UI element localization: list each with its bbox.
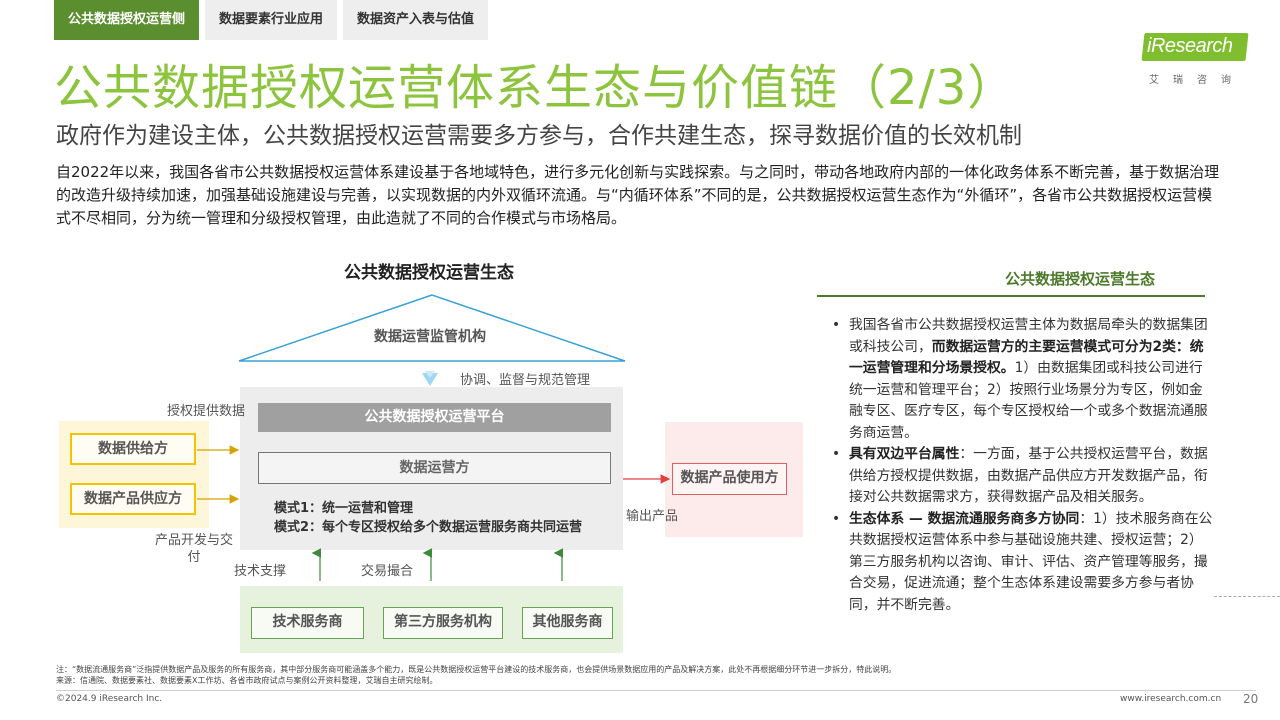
mode-1-text: 模式1：统一运营和管理 xyxy=(274,501,414,516)
bullet-1-bold: 而数据运营方的主要运营模式可分为2类：统一运营管理和分场景授权。 xyxy=(849,338,1204,377)
ecosystem-diagram: 公共数据授权运营生态 数据运营监管机构 协调、监督与规范管理 公共数据授权运营平… xyxy=(54,255,814,665)
trade-match-label: 交易撮合 xyxy=(361,564,414,579)
ecosystem-bullets: 我国各省市公共数据授权运营主体为数据局牵头的数据集团或科技公司，而数据运营方的主… xyxy=(832,315,1214,616)
dashed-divider xyxy=(1214,596,1280,597)
other-provider-box: 其他服务商 xyxy=(522,607,613,639)
footnote: 注：“数据流通服务商”泛指提供数据产品及服务的所有服务商，其中部分服务商可能涵盖… xyxy=(56,665,897,674)
product-dev-label: 产品开发与交付 xyxy=(154,533,233,565)
footer-divider xyxy=(56,690,1256,691)
panel-title: 公共数据授权运营生态 xyxy=(1005,270,1156,288)
page-subtitle: 政府作为建设主体，公共数据授权运营需要多方参与，合作共建生态，探寻数据价值的长效… xyxy=(56,123,1022,149)
logo-brand: iResearch xyxy=(1147,35,1233,57)
third-party-box: 第三方服务机构 xyxy=(383,607,503,639)
logo-subtitle: 艾瑞咨询 xyxy=(1149,75,1245,86)
tech-support-label: 技术支撑 xyxy=(234,564,287,579)
website-link[interactable]: www.iresearch.com.cn xyxy=(1120,694,1222,704)
supervisor-roof xyxy=(238,294,626,362)
tech-provider-box: 技术服务商 xyxy=(251,607,364,639)
bullet-2-detail: ：一方面，基于公共授权运营平台，数据供给方授权提供数据，由数据产品供应方开发数据… xyxy=(849,446,1208,505)
grant-data-label: 授权提供数据 xyxy=(167,404,246,419)
tab-asset-valuation[interactable]: 数据资产入表与估值 xyxy=(343,0,489,40)
intro-paragraph: 自2022年以来，我国各省市公共数据授权运营体系建设基于各地域特色，进行多元化创… xyxy=(56,163,1220,227)
product-user-box: 数据产品使用方 xyxy=(672,463,787,495)
bullet-3: 生态体系 — 数据流通服务商多方协同：1）技术服务商在公共数据授权运营体系中参与… xyxy=(832,509,1214,617)
bullet-1-intro: 我国各省市公共数据授权运营主体为数据局牵头的数据集团或科技公司， xyxy=(849,317,1208,355)
copyright: ©2024.9 iResearch Inc. xyxy=(56,694,163,704)
mode-2-text: 模式2：每个专区授权给多个数据运营服务商共同运营 xyxy=(274,520,583,535)
product-supplier-box: 数据产品供应方 xyxy=(70,483,196,515)
data-supplier-box: 数据供给方 xyxy=(70,433,196,465)
operator-box: 数据运营方 xyxy=(258,452,611,484)
page-title: 公共数据授权运营体系生态与价值链（2/3） xyxy=(54,60,1017,116)
bullet-1-detail: 1）由数据集团或科技公司进行统一运营和管理平台；2）按照行业场景分为专区，例如金… xyxy=(849,360,1208,441)
top-tabs: 公共数据授权运营侧 数据要素行业应用 数据资产入表与估值 xyxy=(54,0,489,40)
bullet-2: 具有双边平台属性：一方面，基于公共授权运营平台，数据供给方授权提供数据，由数据产… xyxy=(832,444,1214,509)
tab-public-data[interactable]: 公共数据授权运营侧 xyxy=(54,0,200,40)
iresearch-logo: iResearch 艾瑞咨询 xyxy=(1141,33,1249,86)
down-arrow-icon xyxy=(422,371,438,386)
bullet-2-bold: 具有双边平台属性 xyxy=(849,446,960,462)
output-label: 输出产品 xyxy=(626,509,679,524)
bullet-3-bold: 生态体系 — 数据流通服务商多方协同 xyxy=(849,510,1080,527)
tab-industry-application[interactable]: 数据要素行业应用 xyxy=(205,0,338,40)
page-number: 20 xyxy=(1243,692,1259,706)
source-note: 来源：信通院、数据要素社、数据要素X工作坊、各省市政府试点与案例公开资料整理，艾… xyxy=(56,676,438,685)
bullet-3-detail: ：1）技术服务商在公共数据授权运营体系中参与基础设施共建、授权运营；2）第三方服… xyxy=(849,510,1213,613)
bullet-1: 我国各省市公共数据授权运营主体为数据局牵头的数据集团或科技公司，而数据运营方的主… xyxy=(832,315,1214,444)
supervisor-label: 数据运营监管机构 xyxy=(374,329,486,345)
coordination-label: 协调、监督与规范管理 xyxy=(460,373,591,388)
diagram-title: 公共数据授权运营生态 xyxy=(344,263,514,283)
panel-divider xyxy=(817,295,1205,297)
platform-header: 公共数据授权运营平台 xyxy=(258,403,611,432)
